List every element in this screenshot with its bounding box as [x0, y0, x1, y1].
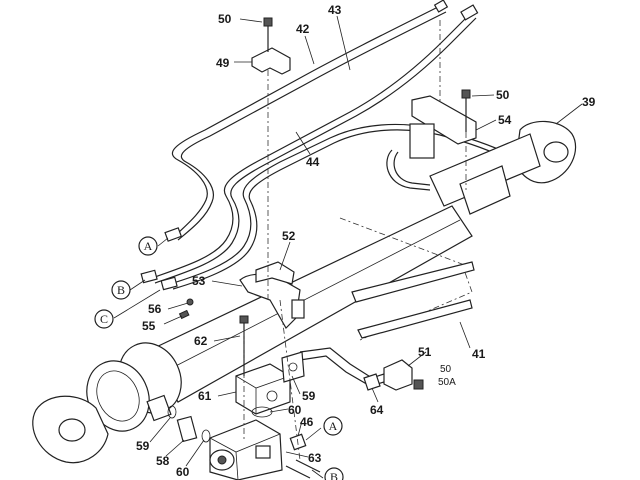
leader-lines [113, 15, 583, 479]
line-end-fittings-left [140, 227, 183, 291]
callout-42: 42 [296, 22, 310, 36]
guard-plate-41 [339, 217, 475, 341]
callout-60: 60 [288, 403, 302, 417]
svg-text:C: C [100, 312, 108, 326]
assembly-centerlines [243, 20, 467, 461]
callout-50: 50 [496, 88, 510, 102]
callout-50: 50 [440, 364, 452, 375]
valve-block-63 [209, 419, 283, 480]
screws-55-56 [178, 298, 194, 320]
callout-63: 63 [308, 451, 322, 465]
tube-to-bracket-51 [299, 347, 424, 391]
callout-41: 41 [472, 347, 486, 361]
svg-text:B: B [117, 283, 125, 297]
pipe-clamp-52-53 [239, 261, 305, 329]
marker-a-left: A [138, 236, 158, 256]
callout-52: 52 [282, 229, 296, 243]
callout-50A: 50A [438, 377, 456, 388]
callout-58: 58 [156, 454, 170, 468]
seals-and-flange-58 [167, 405, 273, 443]
callout-59: 59 [136, 439, 150, 453]
marker-b-left: B [111, 280, 131, 300]
callout-44: 44 [306, 155, 320, 169]
callout-49: 49 [216, 56, 230, 70]
callout-56: 56 [148, 302, 162, 316]
callout-61: 61 [198, 389, 212, 403]
hydraulic-cylinder-39 [32, 120, 577, 464]
hydraulic-line-42 [171, 5, 447, 241]
part-callouts: 50 43 42 49 50 39 54 44 52 53 56 55 62 5… [136, 3, 596, 479]
callout-60: 60 [176, 465, 190, 479]
callout-55: 55 [142, 319, 156, 333]
callout-39: 39 [582, 95, 596, 109]
marker-b-bottom: B [324, 467, 344, 480]
clamp-49 [251, 17, 291, 75]
callout-50: 50 [218, 12, 232, 26]
callout-53: 53 [192, 274, 206, 288]
circle-reference-markers: A B C A B [94, 236, 344, 480]
callout-43: 43 [328, 3, 342, 17]
callout-59: 59 [302, 389, 316, 403]
svg-text:A: A [329, 419, 338, 433]
line-end-fittings-top [433, 0, 479, 21]
svg-text:B: B [330, 470, 338, 480]
hydraulic-line-43 [151, 13, 477, 284]
callout-46: 46 [300, 415, 314, 429]
svg-text:A: A [144, 239, 153, 253]
callout-64: 64 [370, 403, 384, 417]
bracket-54 [386, 89, 477, 191]
marker-a-bottom: A [323, 416, 343, 436]
callout-62: 62 [194, 334, 208, 348]
callout-51: 51 [418, 345, 432, 359]
callout-54: 54 [498, 113, 512, 127]
marker-c-left: C [94, 309, 114, 329]
